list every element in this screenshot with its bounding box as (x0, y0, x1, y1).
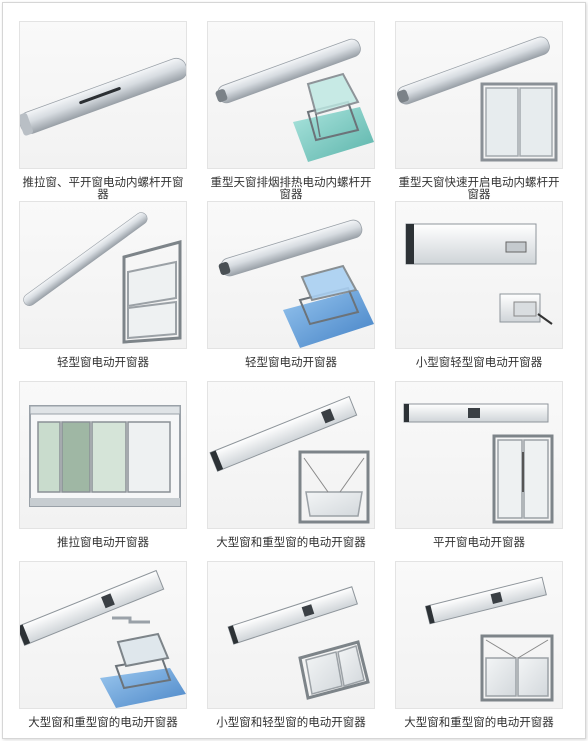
product-thumbnail[interactable] (19, 21, 187, 169)
product-card[interactable]: 轻型窗电动开窗器 (207, 201, 375, 381)
product-label[interactable]: 大型窗和重型窗的电动开窗器 (28, 715, 178, 729)
product-label[interactable]: 小型窗轻型窗电动开窗器 (415, 355, 543, 369)
product-grid: 推拉窗、平开窗电动内螺杆开窗器 重型天窗排烟排热电动内螺杆开窗器 (19, 21, 563, 741)
product-card[interactable]: 推拉窗、平开窗电动内螺杆开窗器 (19, 21, 187, 201)
product-label[interactable]: 推拉窗电动开窗器 (57, 535, 149, 549)
tube-actuator-icon (20, 57, 186, 136)
product-thumbnail[interactable] (19, 561, 187, 709)
product-label[interactable]: 重型天窗排烟排热电动内螺杆开窗器 (210, 175, 372, 201)
chain-actuator-skylight-icon (20, 569, 186, 708)
product-card[interactable]: 大型窗和重型窗的电动开窗器 (19, 561, 187, 741)
product-card[interactable]: 重型天窗排烟排热电动内螺杆开窗器 (207, 21, 375, 201)
product-card[interactable]: 推拉窗电动开窗器 (19, 381, 187, 561)
product-label[interactable]: 轻型窗电动开窗器 (245, 355, 337, 369)
product-card[interactable]: 小型窗轻型窗电动开窗器 (395, 201, 563, 381)
product-label[interactable]: 平开窗电动开窗器 (433, 535, 525, 549)
sliding-window-icon (29, 405, 181, 507)
product-card[interactable]: 小型窗和轻型窗的电动开窗器 (207, 561, 375, 741)
chain-actuator-window-icon (209, 395, 370, 524)
product-card[interactable]: 大型窗和重型窗的电动开窗器 (395, 561, 563, 741)
product-label[interactable]: 重型天窗快速开启电动内螺杆开窗器 (398, 175, 560, 201)
product-thumbnail[interactable] (207, 21, 375, 169)
product-thumbnail[interactable] (395, 21, 563, 169)
product-label[interactable]: 大型窗和重型窗的电动开窗器 (404, 715, 554, 729)
chain-actuator-heavy-window-icon (424, 576, 554, 702)
chain-actuator-small-window-icon (227, 586, 370, 700)
tube-blue-skylight-icon (218, 219, 374, 348)
casement-window-actuator-icon (403, 403, 554, 524)
product-label[interactable]: 大型窗和重型窗的电动开窗器 (216, 535, 366, 549)
product-card[interactable]: 重型天窗快速开启电动内螺杆开窗器 (395, 21, 563, 201)
product-thumbnail[interactable] (395, 381, 563, 529)
product-card[interactable]: 平开窗电动开窗器 (395, 381, 563, 561)
product-thumbnail[interactable] (395, 561, 563, 709)
product-card[interactable]: 轻型窗电动开窗器 (19, 201, 187, 381)
product-label[interactable]: 轻型窗电动开窗器 (57, 355, 149, 369)
box-actuator-icon (405, 223, 553, 325)
product-thumbnail[interactable] (207, 201, 375, 349)
light-tube-window-icon (23, 212, 182, 344)
tube-window-actuator-icon (397, 36, 558, 162)
product-label[interactable]: 小型窗和轻型窗的电动开窗器 (216, 715, 366, 729)
tube-skylight-actuator-icon (215, 38, 374, 162)
product-card[interactable]: 大型窗和重型窗的电动开窗器 (207, 381, 375, 561)
product-thumbnail[interactable] (19, 381, 187, 529)
product-label[interactable]: 推拉窗、平开窗电动内螺杆开窗器 (22, 175, 184, 201)
product-thumbnail[interactable] (395, 201, 563, 349)
product-thumbnail[interactable] (19, 201, 187, 349)
product-thumbnail[interactable] (207, 561, 375, 709)
product-thumbnail[interactable] (207, 381, 375, 529)
